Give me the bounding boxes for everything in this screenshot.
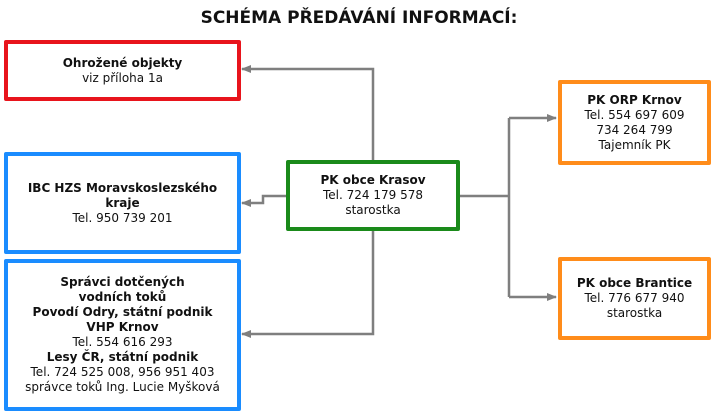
phone-lesy: Tel. 724 525 008, 956 951 403 (30, 365, 215, 379)
box-role: starostka (606, 306, 663, 320)
connector-right-trunk (459, 118, 511, 297)
box-phone: Tel. 724 179 578 (323, 188, 423, 202)
box-water-managers: Správci dotčených vodních toků Povodí Od… (4, 259, 241, 411)
box-endangered-objects: Ohrožené objekty viz příloha 1a (4, 40, 241, 101)
box-pk-brantice: PK obce Brantice Tel. 776 677 940 staros… (558, 257, 711, 340)
box-pk-orp-krnov: PK ORP Krnov Tel. 554 697 609 734 264 79… (558, 80, 711, 165)
box-phone: Tel. 554 697 609 (584, 107, 685, 122)
box-role: starostka (345, 203, 401, 217)
box-ibc-hzs: IBC HZS Moravskoslezského kraje Tel. 950… (4, 152, 241, 254)
box-phone: Tel. 950 739 201 (72, 210, 173, 225)
box-phone: Tel. 776 677 940 (584, 291, 685, 305)
connector-to-endangered (241, 65, 375, 160)
box-title: PK obce Brantice (576, 276, 693, 290)
org-vhp-krnov: VHP Krnov (86, 320, 159, 334)
diagram-title: SCHÉMA PŘEDÁVÁNÍ INFORMACÍ: (200, 8, 518, 28)
box-title: Správci dotčených (60, 275, 185, 289)
box-title: IBC HZS Moravskoslezského kraje (27, 180, 218, 210)
org-lesy-cr: Lesy ČR, státní podnik (46, 350, 199, 364)
connector-to-ibc (241, 194, 286, 207)
phone-povodi: Tel. 554 616 293 (72, 335, 173, 349)
box-title: PK ORP Krnov (587, 92, 682, 107)
box-title-cont: vodních toků (78, 290, 167, 304)
box-role: Tajemník PK (598, 137, 671, 152)
connector-to-water (241, 230, 375, 338)
box-title: Ohrožené objekty (62, 55, 183, 70)
box-phone-2: 734 264 799 (596, 122, 673, 137)
box-pk-krasov: PK obce Krasov Tel. 724 179 578 starostk… (286, 160, 460, 231)
box-title: PK obce Krasov (320, 173, 426, 187)
contact-person: správce toků Ing. Lucie Myšková (25, 380, 220, 394)
org-povodi-odry: Povodí Odry, státní podnik (32, 305, 213, 319)
box-text: viz příloha 1a (82, 70, 163, 85)
